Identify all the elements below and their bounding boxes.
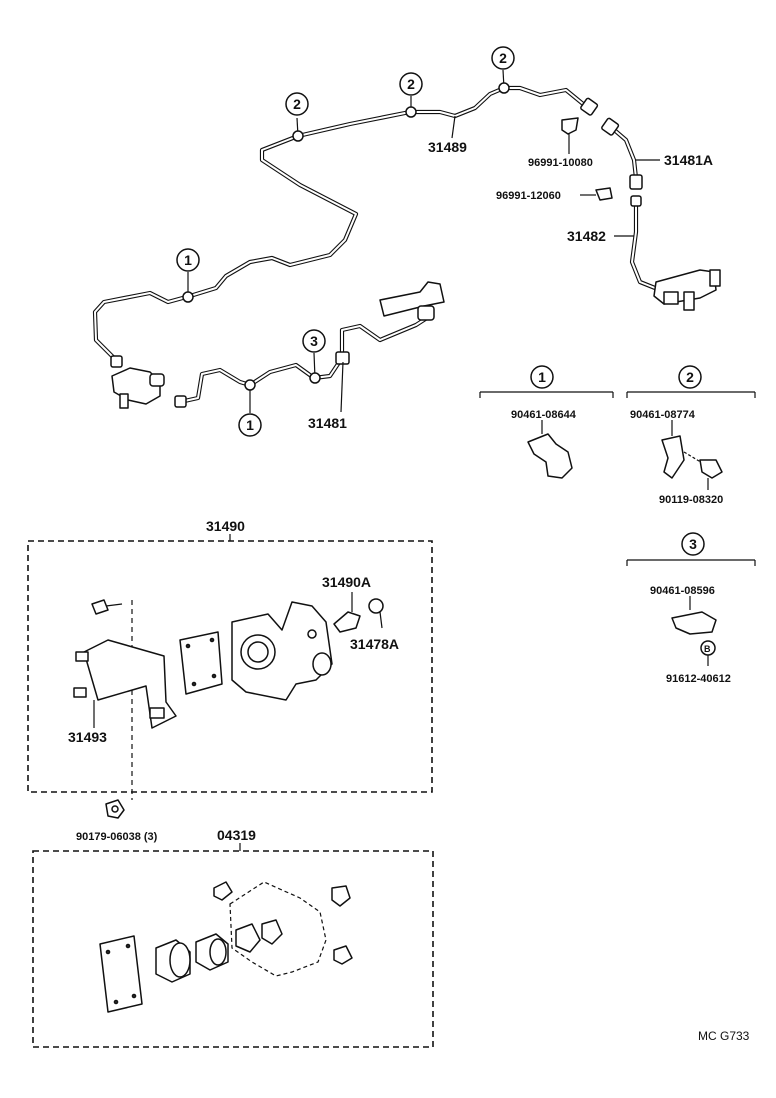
pipe-bracket-lower-left [111,367,165,409]
master-cylinder-upper [379,281,445,321]
callout-markers: 2 2 2 1 1 3 [176,46,515,437]
clip-96991-10080 [561,117,579,135]
callout-1a: 1 [184,252,192,268]
label-31481A: 31481A [664,152,713,168]
label-31490A: 31490A [322,574,371,590]
callout-3: 3 [310,333,318,349]
clamp-group-3-part: 90461-08596 [650,585,715,597]
clamp-group-2-number: 2 [686,369,694,385]
clip-96991-12060 [595,187,613,201]
label-31493: 31493 [68,729,107,745]
label-31478A: 31478A [350,636,399,652]
label-96991-12060: 96991-12060 [496,190,561,202]
label-90179: 90179-06038 (3) [76,831,158,843]
clamp-group-3: 3 90461-08596 B 91612-40612 [626,532,756,685]
clamp-group-1-number: 1 [538,369,546,385]
release-cylinder [653,269,721,311]
label-31490: 31490 [206,518,245,534]
callout-2a: 2 [293,96,301,112]
diagram-code: MC G733 [698,1029,750,1043]
kit-04319: 04319 [32,827,434,1048]
clutch-pipe-assembly [92,85,663,405]
callout-2b: 2 [407,76,415,92]
callout-1b: 1 [246,417,254,433]
label-96991-10080: 96991-10080 [528,157,593,169]
clamp-group-2: 2 90461-08774 90119-08320 [626,365,756,506]
kit-31490: 31490 31493 31490A 31478A [27,518,433,800]
nut-90179-06038: 90179-06038 (3) [76,799,158,843]
clamp-group-1-part: 90461-08644 [511,409,577,421]
clamp-group-1: 1 90461-08644 [479,365,614,479]
label-04319: 04319 [217,827,256,843]
clamp-group-2-bolt: 90119-08320 [659,494,723,506]
pipe-fittings [110,97,643,408]
label-31482: 31482 [567,228,606,244]
pipe-labels: 31489 31481A 31482 31481 96991-10080 969… [308,115,713,431]
callout-2c: 2 [499,50,507,66]
clamp-group-3-bolt: 91612-40612 [666,673,731,685]
clamp-group-3-bolt-mark: B [704,644,711,654]
clamp-group-2-part: 90461-08774 [630,409,696,421]
label-31489: 31489 [428,139,467,155]
label-31481: 31481 [308,415,347,431]
clamp-group-3-number: 3 [689,536,697,552]
